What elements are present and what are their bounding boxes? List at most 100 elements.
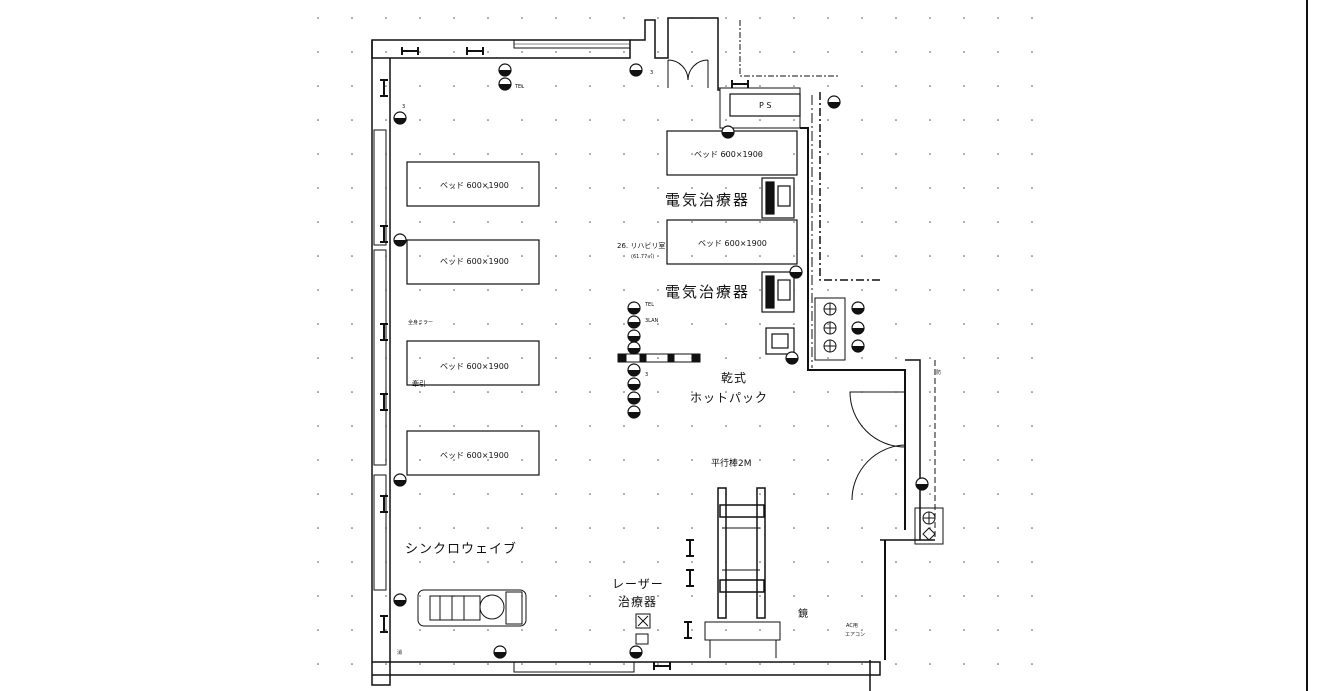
- grid-dot: [453, 425, 455, 427]
- outlet-icon: [393, 233, 407, 247]
- grid-dot: [759, 153, 761, 155]
- outlet-icon: [498, 77, 512, 91]
- room-area: (61.77㎡): [631, 253, 654, 260]
- grid-dot: [827, 629, 829, 631]
- grid-dot: [963, 629, 965, 631]
- grid-dot: [1031, 527, 1033, 529]
- grid-dot: [351, 527, 353, 529]
- grid-dot: [487, 663, 489, 665]
- grid-dot: [793, 595, 795, 597]
- outlet-icon: [393, 111, 407, 125]
- grid-dot: [759, 459, 761, 461]
- grid-dot: [487, 561, 489, 563]
- grid-dot: [997, 119, 999, 121]
- grid-dot: [487, 527, 489, 529]
- grid-dot: [725, 323, 727, 325]
- grid-dot: [385, 17, 387, 19]
- grid-dot: [555, 289, 557, 291]
- grid-dot: [997, 425, 999, 427]
- grid-dot: [589, 527, 591, 529]
- grid-dot: [793, 51, 795, 53]
- grid-dot: [521, 663, 523, 665]
- outlet-icon: [627, 301, 641, 315]
- grid-dot: [895, 527, 897, 529]
- grid-dot: [453, 17, 455, 19]
- grid-dot: [317, 663, 319, 665]
- grid-dot: [895, 119, 897, 121]
- grid-dot: [487, 187, 489, 189]
- grid-dot: [521, 221, 523, 223]
- grid-dot: [453, 119, 455, 121]
- grid-dot: [861, 255, 863, 257]
- grid-dot: [997, 357, 999, 359]
- grid-dot: [589, 153, 591, 155]
- grid-dot: [725, 255, 727, 257]
- grid-dot: [691, 255, 693, 257]
- outlet-icon: [627, 315, 641, 329]
- grid-dot: [1031, 493, 1033, 495]
- grid-dot: [555, 187, 557, 189]
- grid-dot: [997, 663, 999, 665]
- outlet-icon: [393, 593, 407, 607]
- grid-dot: [657, 221, 659, 223]
- grid-dot: [963, 255, 965, 257]
- grid-dot: [555, 17, 557, 19]
- grid-dot: [453, 51, 455, 53]
- grid-dot: [895, 85, 897, 87]
- grid-dot: [453, 289, 455, 291]
- grid-dot: [997, 221, 999, 223]
- grid-dot: [487, 17, 489, 19]
- grid-dot: [419, 119, 421, 121]
- grid-dot: [317, 187, 319, 189]
- grid-dot: [589, 221, 591, 223]
- grid-dot: [997, 391, 999, 393]
- grid-dot: [589, 663, 591, 665]
- grid-dot: [453, 493, 455, 495]
- grid-dot: [759, 561, 761, 563]
- grid-dot: [623, 663, 625, 665]
- grid-dot: [657, 663, 659, 665]
- grid-dot: [351, 51, 353, 53]
- grid-dot: [895, 459, 897, 461]
- grid-dot: [521, 187, 523, 189]
- bed-4-label: ベッド 600×1900: [440, 451, 509, 460]
- grid-dot: [759, 85, 761, 87]
- hotpack-label-1: 乾式: [721, 371, 747, 385]
- bed-6: [666, 219, 798, 265]
- outlet-icon: [827, 95, 841, 109]
- electro-label-2: 電気治療器: [665, 283, 750, 301]
- grid-dot: [487, 119, 489, 121]
- outlet-icon: [629, 63, 643, 77]
- grid-dot: [725, 221, 727, 223]
- grid-dot: [1031, 17, 1033, 19]
- column-marker-icon: [401, 47, 419, 55]
- grid-dot: [793, 527, 795, 529]
- grid-dot: [1031, 391, 1033, 393]
- mirror-label: 鏡: [798, 607, 808, 620]
- grid-dot: [589, 391, 591, 393]
- grid-dot: [317, 119, 319, 121]
- grid-dot: [725, 629, 727, 631]
- grid-dot: [759, 51, 761, 53]
- bed-1: [406, 161, 540, 207]
- grid-dot: [759, 119, 761, 121]
- grid-dot: [861, 119, 863, 121]
- grid-dot: [861, 595, 863, 597]
- synchro-wave-label: シンクロウェイブ: [405, 541, 517, 557]
- grid-dot: [725, 51, 727, 53]
- grid-dot: [895, 595, 897, 597]
- grid-dot: [351, 561, 353, 563]
- grid-dot: [1031, 425, 1033, 427]
- grid-dot: [385, 595, 387, 597]
- grid-dot: [1031, 255, 1033, 257]
- grid-dot: [759, 17, 761, 19]
- grid-dot: [997, 595, 999, 597]
- outlet-icon: [493, 645, 507, 659]
- grid-dot: [521, 561, 523, 563]
- note-center-a: TEL: [644, 302, 654, 308]
- grid-dot: [589, 323, 591, 325]
- grid-dot: [317, 595, 319, 597]
- grid-dot: [487, 289, 489, 291]
- grid-dot: [419, 391, 421, 393]
